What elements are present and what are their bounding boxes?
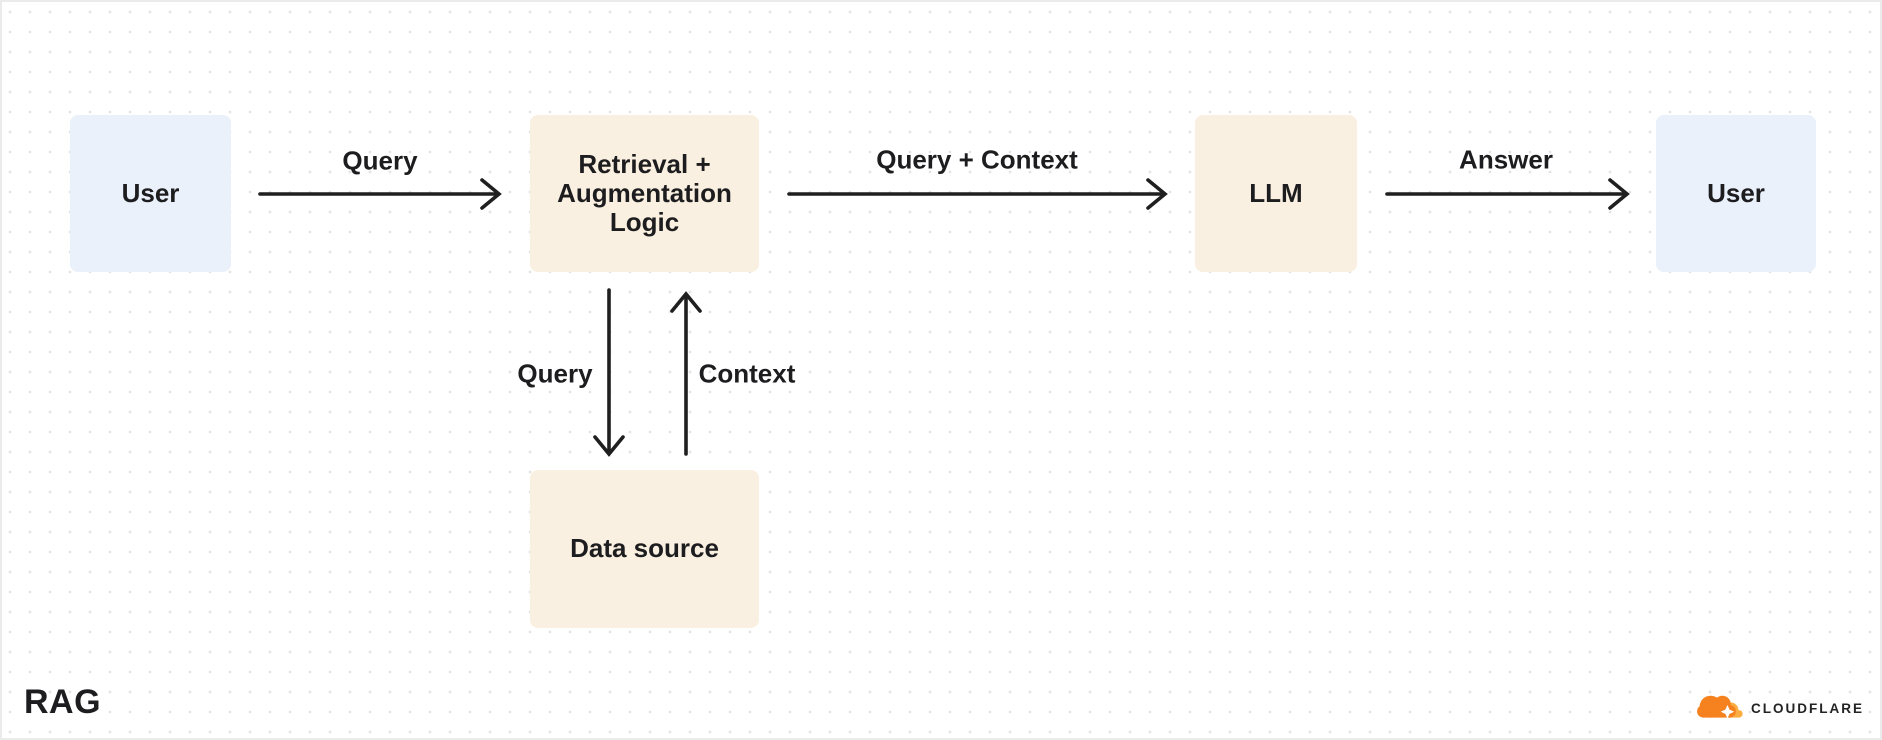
edge-label-query-context: Query + Context bbox=[876, 144, 1078, 175]
edge-label-query: Query bbox=[342, 145, 418, 176]
arrow-retrieval-to-llm bbox=[787, 178, 1168, 210]
arrow-llm-to-user bbox=[1385, 178, 1630, 210]
edge-label-query-down: Query bbox=[517, 358, 593, 389]
node-retrieval-label: Retrieval + Augmentation Logic bbox=[557, 148, 732, 238]
node-user-right-label: User bbox=[1707, 177, 1765, 208]
node-user-left-label: User bbox=[121, 177, 180, 208]
node-retrieval-augmentation-logic: Retrieval + Augmentation Logic bbox=[530, 115, 759, 272]
arrow-datasource-to-retrieval bbox=[670, 291, 702, 456]
edge-label-context-up: Context bbox=[698, 358, 796, 389]
node-llm: LLM bbox=[1195, 115, 1357, 272]
node-data-source: Data source bbox=[530, 470, 759, 628]
cloudflare-logo: CLOUDFLARE bbox=[1692, 687, 1864, 723]
cloudflare-cloud-icon bbox=[1697, 695, 1743, 719]
node-user-left: User bbox=[70, 115, 231, 272]
node-llm-label: LLM bbox=[1249, 177, 1303, 208]
arrow-user-to-retrieval bbox=[258, 178, 502, 210]
diagram-title: RAG bbox=[24, 683, 102, 721]
node-data-source-label: Data source bbox=[570, 533, 719, 564]
cloudflare-wordmark: CLOUDFLARE bbox=[1751, 700, 1864, 716]
arrow-retrieval-to-datasource bbox=[593, 288, 625, 457]
edge-label-answer: Answer bbox=[1459, 144, 1553, 175]
node-user-right: User bbox=[1656, 115, 1816, 272]
